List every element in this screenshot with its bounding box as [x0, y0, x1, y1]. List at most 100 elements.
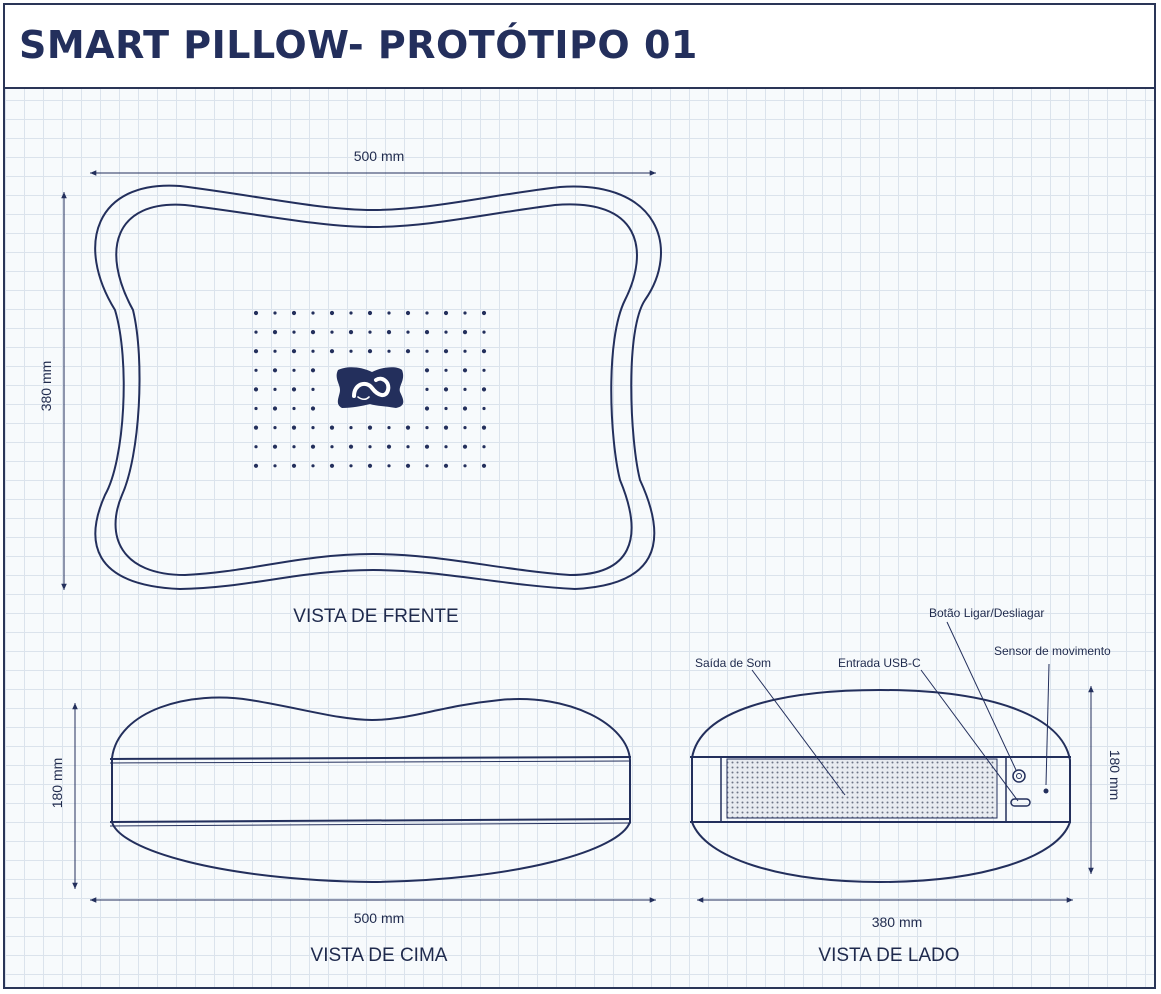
sensor-dot: [292, 368, 296, 372]
sensor-dot: [272, 406, 278, 411]
top-seam-lower-inner: [109, 822, 632, 827]
sensor-dot: [425, 387, 429, 391]
sensor-dot: [311, 426, 315, 430]
side-front-panel: [720, 756, 1007, 823]
top-width-label: 500 mm: [354, 910, 405, 926]
sensor-dot: [273, 349, 277, 353]
front-pillow-outer-outline: [94, 184, 662, 591]
sensor-dot: [272, 368, 278, 373]
sensor-dot: [444, 368, 448, 372]
sensor-dot: [387, 349, 391, 353]
sensor-dot: [444, 445, 448, 449]
sensor-dot: [444, 330, 448, 334]
front-view: [61, 170, 662, 591]
sensor-dot: [481, 425, 487, 430]
sensor-dot: [424, 330, 430, 335]
sensor-dot: [405, 349, 411, 354]
sensor-dot: [424, 406, 430, 411]
sensor-dot: [348, 444, 354, 449]
sensor-dot: [291, 425, 297, 430]
top-seam-upper: [109, 756, 632, 760]
sensor-dot: [349, 464, 353, 468]
sensor-callout-label: Sensor de movimento: [994, 644, 1111, 658]
power-button[interactable]: [1012, 769, 1026, 783]
sensor-dot: [387, 311, 391, 315]
sensor-dot: [424, 368, 430, 373]
sensor-dot: [291, 463, 297, 468]
sensor-dot: [425, 311, 429, 315]
sensor-dot: [425, 349, 429, 353]
sensor-dot: [367, 463, 373, 468]
top-pillow-outline: [111, 696, 631, 884]
sensor-dot: [254, 445, 258, 449]
sensor-dot: [253, 310, 259, 316]
sensor-dot: [254, 330, 258, 334]
sensor-dot: [292, 330, 296, 334]
sensor-dot: [463, 426, 467, 430]
sensor-dot: [462, 330, 468, 335]
sensor-dot: [462, 368, 468, 373]
sensor-dot: [272, 330, 278, 335]
sensor-dot: [254, 368, 258, 372]
sensor-dot: [253, 387, 259, 392]
sensor-dot: [443, 463, 449, 468]
sensor-dot: [481, 463, 487, 468]
front-view-title: VISTA DE FRENTE: [293, 606, 458, 627]
sensor-dot: [253, 463, 259, 468]
sensor-dot: [272, 444, 278, 449]
top-view: [72, 696, 656, 903]
sensor-dot: [368, 330, 372, 334]
page-title: SMART PILLOW- PROTÓTIPO 01: [19, 23, 698, 67]
sensor-dot: [424, 444, 430, 449]
sensor-dot: [463, 349, 467, 353]
sensor-dot: [482, 368, 486, 372]
top-seam-upper-inner: [109, 760, 632, 764]
sensor-dot: [443, 349, 449, 354]
front-sensor-dot-grid: [253, 310, 487, 468]
sensor-dot: [349, 311, 353, 315]
sensor-callout-leader: [1045, 663, 1050, 786]
sensor-dot: [481, 349, 487, 354]
power-callout-leader: [946, 621, 1017, 771]
sensor-dot: [311, 387, 315, 391]
sensor-dot: [349, 349, 353, 353]
sensor-dot: [481, 387, 487, 392]
sensor-dot: [292, 445, 296, 449]
sensor-dot: [386, 444, 392, 449]
sensor-dot: [463, 464, 467, 468]
sensor-dot: [482, 445, 486, 449]
sensor-dot: [386, 330, 392, 335]
sensor-dot: [462, 444, 468, 449]
sensor-dot: [273, 311, 277, 315]
sensor-dot: [443, 310, 449, 316]
sensor-dot: [253, 425, 259, 430]
speaker-grille: [726, 758, 998, 819]
sensor-dot: [444, 406, 448, 411]
usb-c-port: [1010, 798, 1031, 807]
sensor-dot: [406, 445, 410, 449]
power-icon: [1016, 773, 1022, 779]
sensor-dot: [292, 406, 296, 411]
sleeping-face-pillow-logo-icon: [336, 367, 404, 408]
usb-callout-label: Entrada USB-C: [838, 656, 921, 670]
sensor-dot: [425, 426, 429, 430]
sensor-dot: [310, 444, 316, 449]
top-seam-lower: [109, 818, 632, 823]
sensor-dot: [405, 425, 411, 430]
sensor-dot: [273, 387, 277, 391]
sensor-dot: [311, 311, 315, 315]
sensor-dot: [310, 406, 316, 411]
side-view-title: VISTA DE LADO: [818, 945, 959, 966]
speaker-callout-label: Saída de Som: [695, 656, 771, 670]
sensor-dot: [463, 311, 467, 315]
side-width-label: 380 mm: [872, 914, 923, 930]
sensor-dot: [310, 368, 316, 373]
title-bar: SMART PILLOW- PROTÓTIPO 01: [5, 5, 1154, 89]
sensor-dot: [273, 464, 277, 468]
sensor-dot: [311, 464, 315, 468]
motion-sensor: [1043, 788, 1049, 794]
usb-callout-leader: [920, 669, 1019, 802]
sensor-dot: [405, 310, 411, 316]
sensor-dot: [482, 330, 486, 334]
